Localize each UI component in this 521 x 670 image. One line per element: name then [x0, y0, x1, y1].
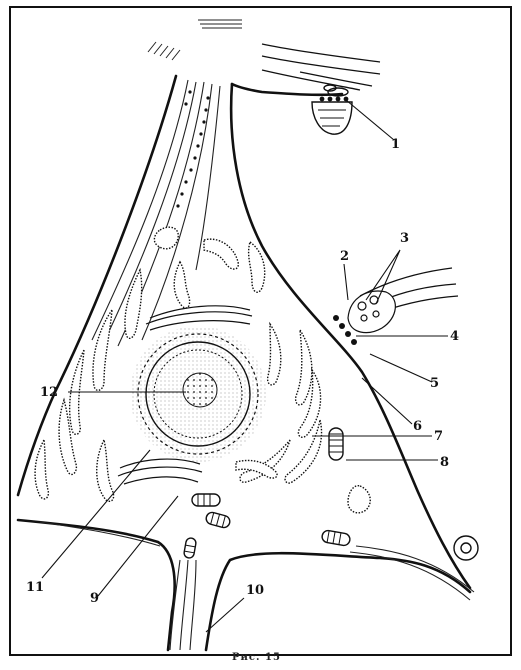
label-4: 4: [450, 330, 459, 343]
label-12: 12: [40, 386, 58, 399]
figure-caption: Рис. 15: [232, 652, 281, 663]
label-5: 5: [430, 377, 439, 390]
label-9: 9: [90, 592, 99, 605]
label-7: 7: [434, 430, 443, 443]
label-2: 2: [340, 250, 349, 263]
label-6: 6: [413, 420, 422, 433]
label-11: 11: [26, 581, 44, 594]
label-10: 10: [246, 584, 264, 597]
label-8: 8: [440, 456, 449, 469]
label-3: 3: [400, 232, 409, 245]
label-1: 1: [391, 138, 400, 151]
figure-frame: [9, 6, 512, 656]
